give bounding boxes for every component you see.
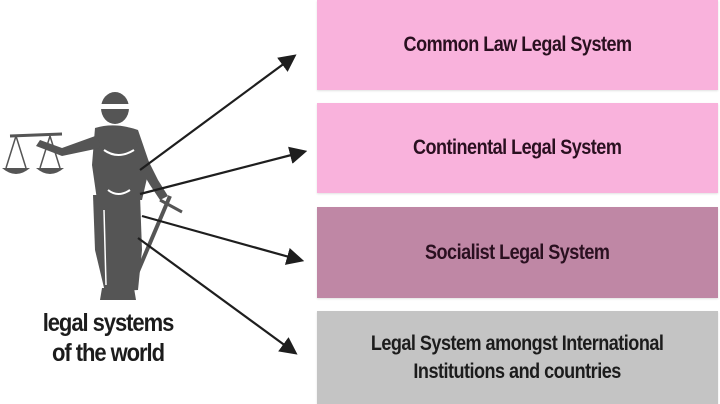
arrow-to-international bbox=[137, 237, 298, 355]
box-label: Legal System amongst International Insti… bbox=[371, 330, 664, 386]
box-label-line-2: Institutions and countries bbox=[413, 359, 622, 383]
lady-justice-icon bbox=[2, 92, 183, 300]
central-caption: legal systems of the world bbox=[29, 308, 187, 368]
box-label-line-1: Legal System amongst International bbox=[371, 331, 664, 355]
arrow-to-socialist bbox=[141, 214, 305, 265]
caption-line-2: of the world bbox=[51, 339, 165, 367]
box-socialist: Socialist Legal System bbox=[317, 207, 718, 298]
box-label: Common Law Legal System bbox=[403, 33, 632, 56]
arrow-to-common-law bbox=[139, 54, 297, 171]
box-label: Socialist Legal System bbox=[425, 240, 610, 264]
arrow-to-continental bbox=[139, 146, 308, 196]
box-international: Legal System amongst International Insti… bbox=[317, 311, 718, 404]
box-common-law: Common Law Legal System bbox=[317, 0, 718, 90]
box-continental: Continental Legal System bbox=[317, 103, 718, 193]
caption-line-1: legal systems bbox=[42, 309, 175, 337]
figure-and-arrows bbox=[2, 54, 308, 355]
connector-arrows bbox=[137, 54, 308, 355]
box-label: Continental Legal System bbox=[413, 136, 622, 159]
